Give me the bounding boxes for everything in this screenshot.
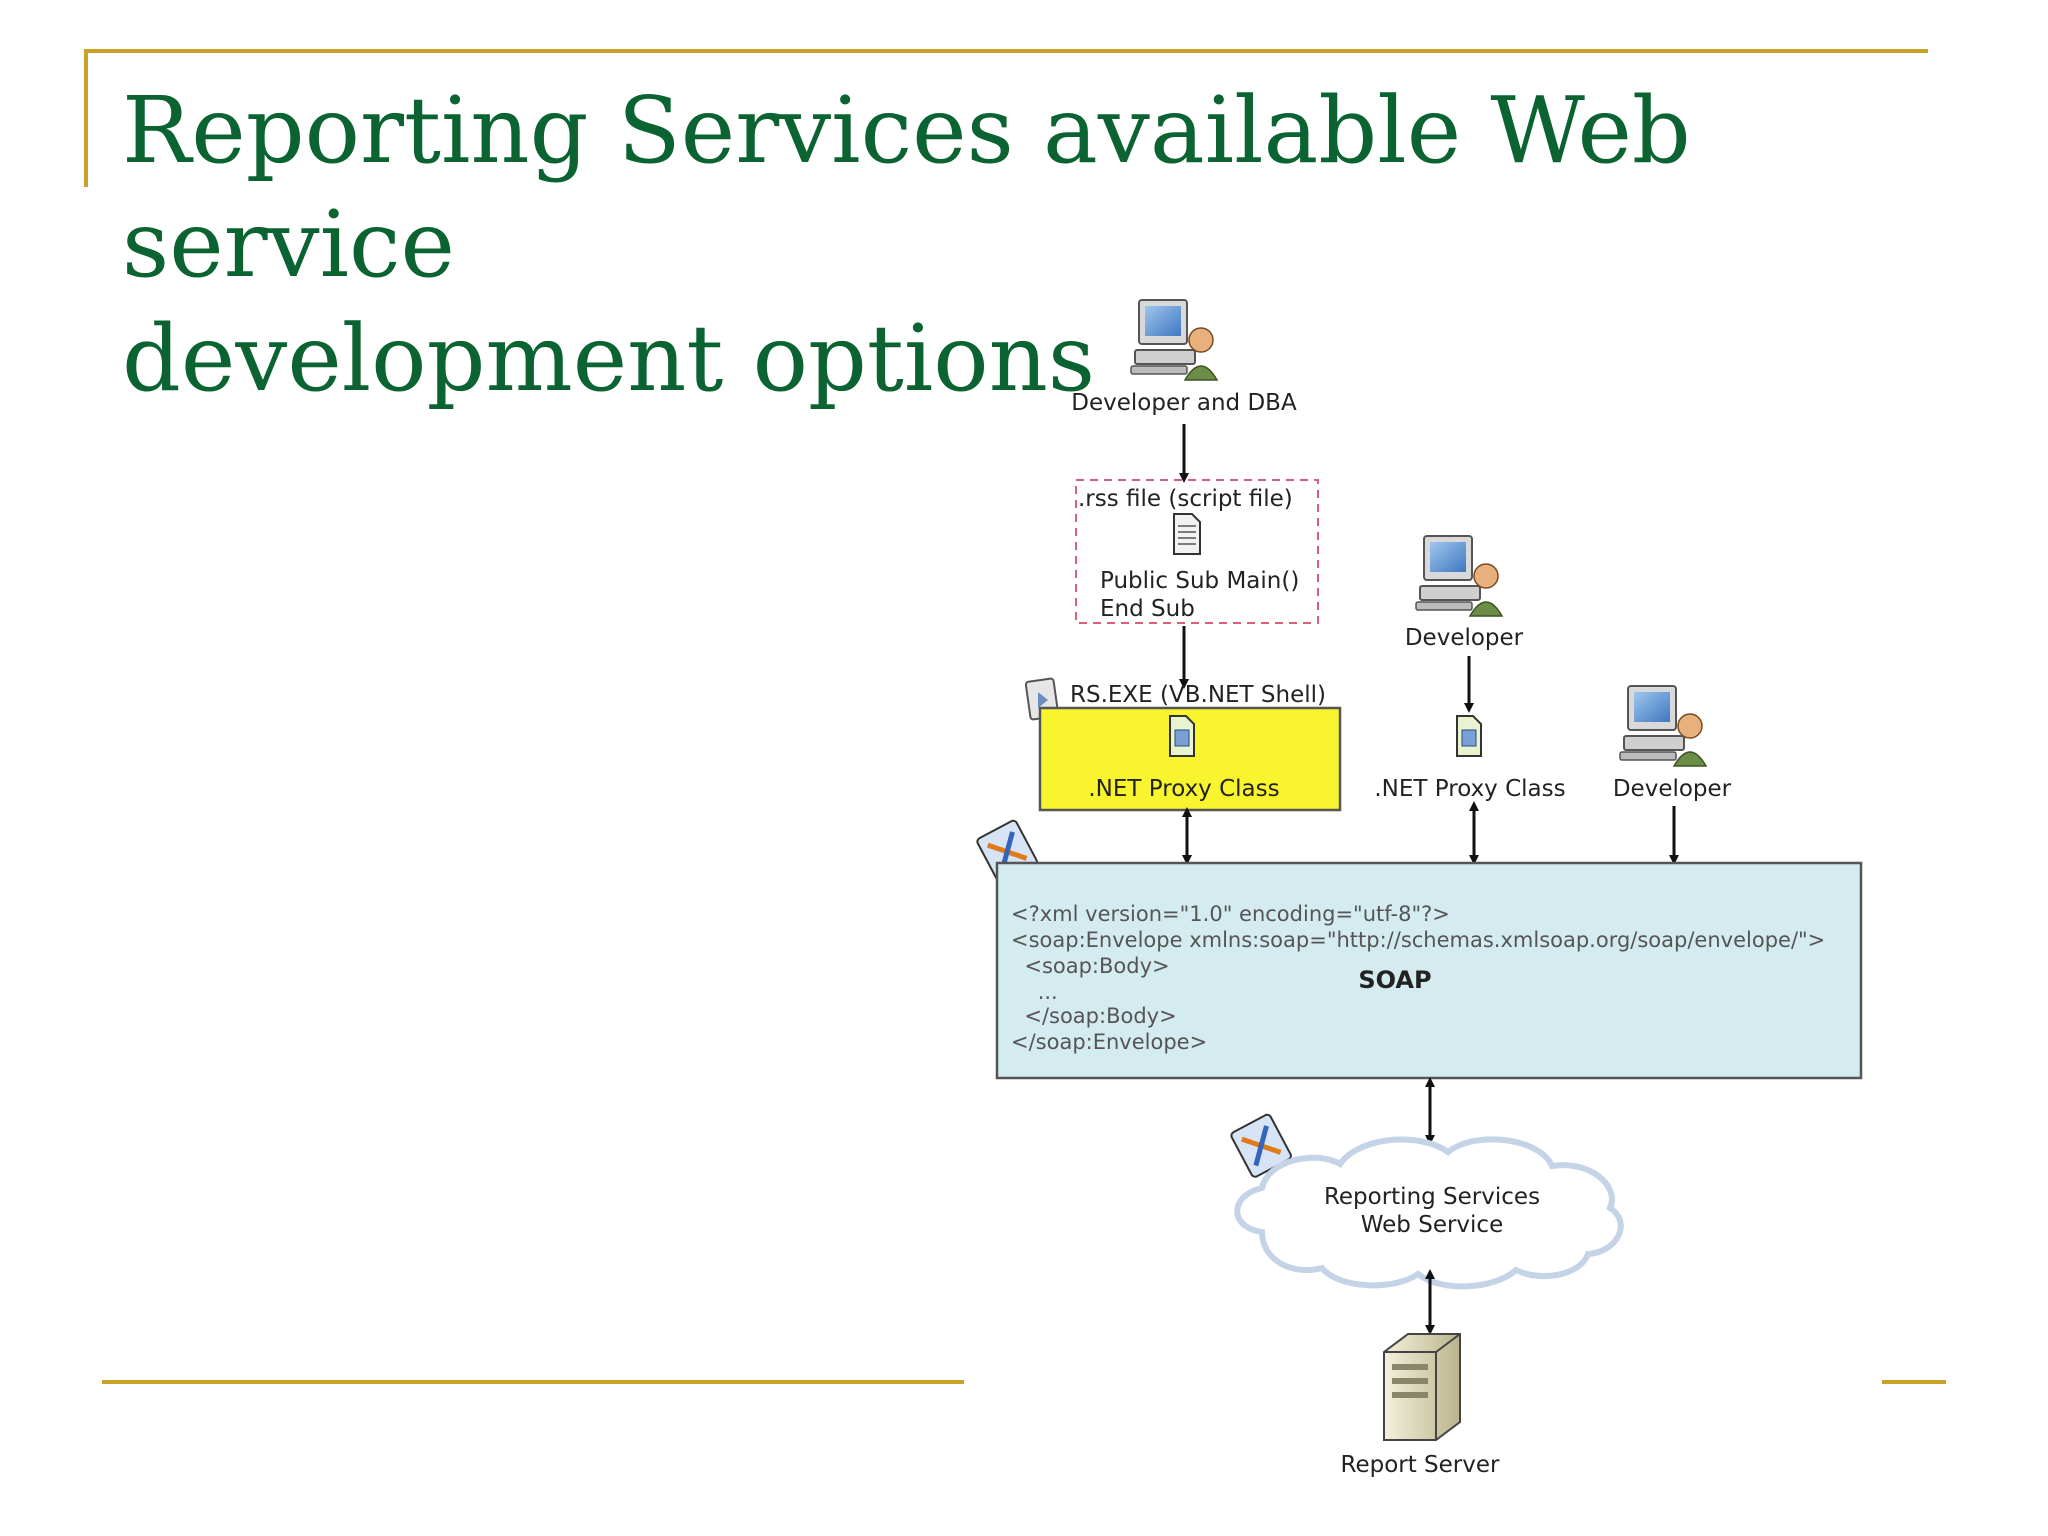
developer-dba-computer-icon xyxy=(1130,299,1219,381)
bottom-rule-left xyxy=(102,1380,964,1384)
web-service-label-line-2: Web Service xyxy=(1361,1212,1503,1238)
proxy-class-mid-file-icon xyxy=(1456,715,1482,757)
rss-file-box xyxy=(1075,479,1319,624)
bottom-rule-right xyxy=(1882,1380,1946,1384)
developer-dba-label: Developer and DBA xyxy=(1071,390,1297,416)
rss-code-line-1: Public Sub Main() xyxy=(1100,568,1299,594)
rss-file-label: .rss file (script file) xyxy=(1078,486,1293,512)
title-line-2: development options xyxy=(122,305,1096,412)
soap-code-line-4: ... xyxy=(1011,980,1058,1004)
rs-exe-label: RS.EXE (VB.NET Shell) xyxy=(1070,682,1326,708)
left-rule xyxy=(84,49,88,187)
slide-title: Reporting Services available Web service… xyxy=(122,74,1922,416)
developer-right-computer-icon xyxy=(1619,685,1708,767)
top-rule xyxy=(84,49,1928,53)
web-service-cloud xyxy=(1234,1136,1624,1290)
soap-code-line-1: <?xml version="1.0" encoding="utf-8"?> xyxy=(1011,902,1450,926)
script-file-icon xyxy=(1173,513,1201,555)
developer-mid-computer-icon xyxy=(1415,535,1504,617)
report-server-label: Report Server xyxy=(1341,1452,1501,1478)
developer-mid-label: Developer xyxy=(1405,625,1524,651)
proxy-class-mid-label: .NET Proxy Class xyxy=(1374,776,1565,802)
report-server-icon xyxy=(1383,1333,1461,1441)
soap-code-line-2: <soap:Envelope xmlns:soap="http://schema… xyxy=(1011,928,1825,952)
soap-label: SOAP xyxy=(1358,966,1431,994)
soap-code-line-6: </soap:Envelope> xyxy=(1011,1030,1207,1054)
soap-code-line-5: </soap:Body> xyxy=(1011,1004,1177,1028)
proxy-class-file-icon xyxy=(1169,715,1195,757)
rss-code-line-2: End Sub xyxy=(1100,596,1195,622)
title-line-1: Reporting Services available Web service xyxy=(122,77,1691,298)
web-service-label-line-1: Reporting Services xyxy=(1324,1184,1540,1210)
web-service-envelope-icon xyxy=(1230,1113,1292,1178)
soap-box xyxy=(995,861,1863,1080)
developer-right-label: Developer xyxy=(1613,776,1732,802)
proxy-class-yellow-label: .NET Proxy Class xyxy=(1088,776,1279,802)
soap-code-line-3: <soap:Body> xyxy=(1011,954,1170,978)
